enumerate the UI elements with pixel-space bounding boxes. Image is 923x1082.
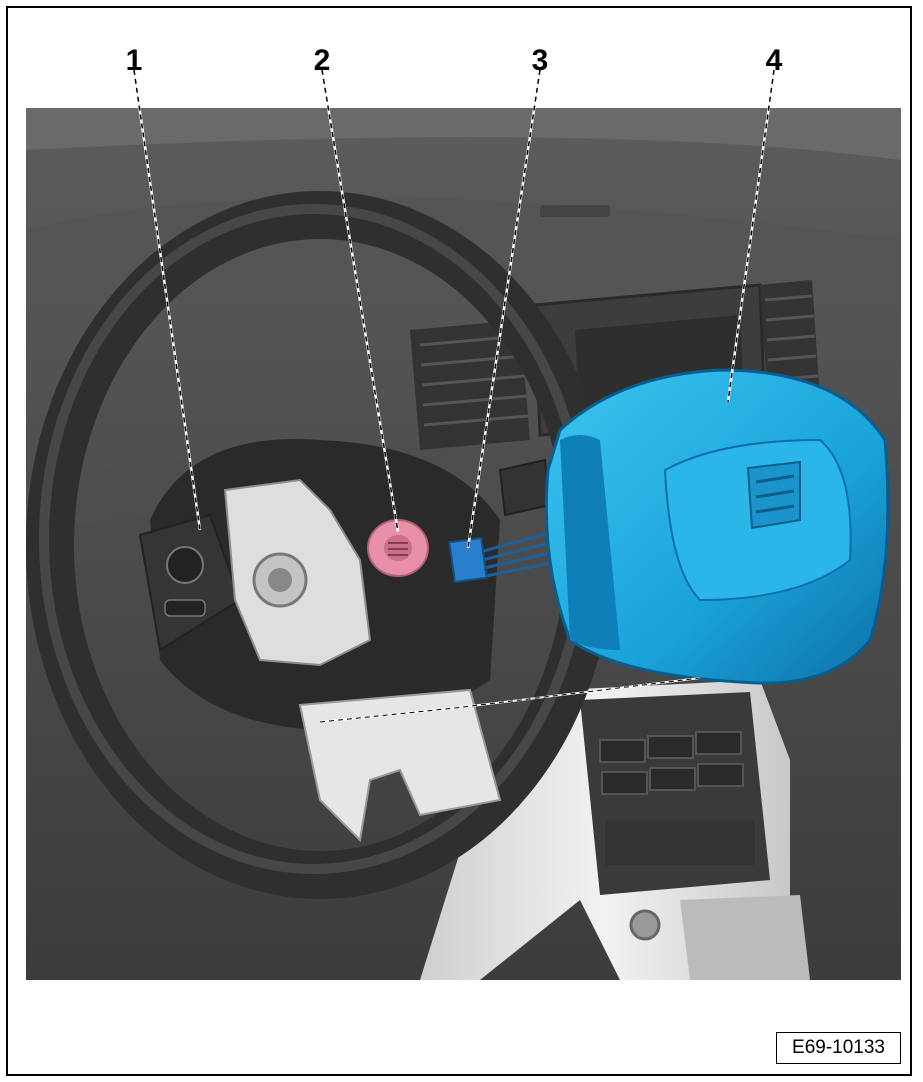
figure-id-label: E69-10133	[776, 1032, 901, 1064]
callout-1: 1	[119, 44, 149, 78]
callout-2: 2	[307, 44, 337, 78]
callout-4: 4	[759, 44, 789, 78]
driver-airbag-unit	[546, 370, 888, 683]
callout-3: 3	[525, 44, 555, 78]
